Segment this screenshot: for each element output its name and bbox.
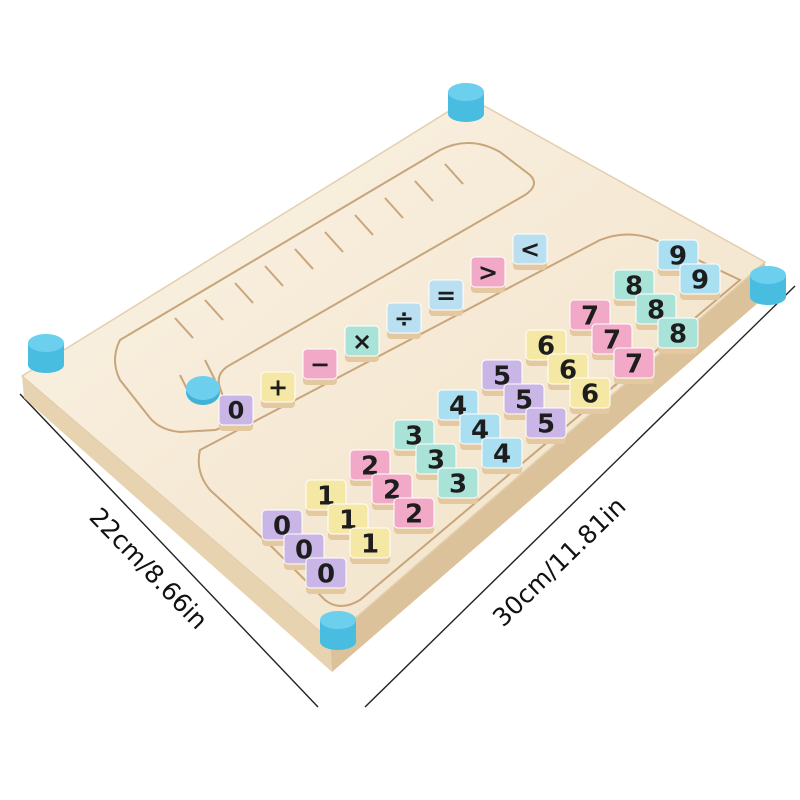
tile-label: 2 — [405, 499, 423, 529]
tile-label: 3 — [449, 469, 467, 499]
tile-label: 1 — [361, 529, 379, 559]
board-front-edge — [22, 376, 332, 672]
operator-tile[interactable]: + — [260, 371, 296, 408]
corner-pegs — [28, 83, 786, 650]
operator-tile[interactable]: 0 — [218, 394, 254, 431]
number-tile[interactable]: 1 — [349, 527, 391, 564]
tile-label: > — [478, 259, 498, 287]
operator-tile[interactable]: > — [470, 256, 506, 293]
number-track — [197, 233, 742, 607]
operator-tile[interactable]: < — [512, 233, 548, 270]
peg — [320, 611, 356, 650]
number-tile[interactable]: 0 — [305, 557, 347, 594]
number-tile[interactable]: 9 — [657, 239, 699, 276]
operator-tile[interactable]: = — [428, 279, 464, 316]
slider-knob — [186, 376, 220, 405]
tile-label: < — [520, 236, 540, 264]
number-tile[interactable]: 3 — [437, 467, 479, 504]
peg — [28, 334, 64, 373]
comb-slots — [174, 163, 464, 339]
width-dimension-line — [19, 393, 319, 708]
number-tile[interactable]: 4 — [481, 437, 523, 474]
tile-label: 8 — [669, 319, 687, 349]
board-top — [20, 97, 767, 641]
tile-label: 5 — [537, 409, 555, 439]
operator-tile[interactable]: ÷ — [386, 302, 422, 339]
operator-tile[interactable]: × — [344, 325, 380, 362]
tile-label: 0 — [228, 397, 245, 425]
tile-label: 0 — [317, 559, 335, 589]
number-tile[interactable]: 2 — [349, 449, 391, 486]
number-tile[interactable]: 4 — [459, 413, 501, 450]
number-tile[interactable]: 5 — [481, 359, 523, 396]
board-right-edge — [330, 262, 766, 672]
number-tile[interactable]: 7 — [613, 347, 655, 384]
tile-label: = — [436, 282, 456, 310]
tile-label: 9 — [691, 265, 709, 295]
tile-label: × — [352, 328, 372, 356]
tile-label: 4 — [493, 439, 511, 469]
peg — [448, 83, 484, 122]
length-dimension-line — [364, 285, 796, 708]
number-tile[interactable]: 3 — [393, 419, 435, 456]
number-tile[interactable]: 6 — [569, 377, 611, 414]
number-tile[interactable]: 5 — [525, 407, 567, 444]
tile-label: 6 — [581, 379, 599, 409]
number-tile[interactable]: 6 — [547, 353, 589, 390]
number-tile[interactable]: 2 — [393, 497, 435, 534]
operator-tiles: 0 +−× ÷ = > < — [218, 233, 548, 431]
peg — [750, 266, 786, 305]
dimension-lines — [19, 285, 796, 708]
operator-tile[interactable]: − — [302, 348, 338, 385]
tile-label: ÷ — [394, 305, 414, 333]
tile-label: − — [310, 351, 330, 379]
number-tile[interactable]: 9 — [679, 263, 721, 300]
number-tile[interactable]: 8 — [657, 317, 699, 354]
tile-label: 7 — [625, 349, 643, 379]
tile-label: + — [268, 374, 288, 402]
